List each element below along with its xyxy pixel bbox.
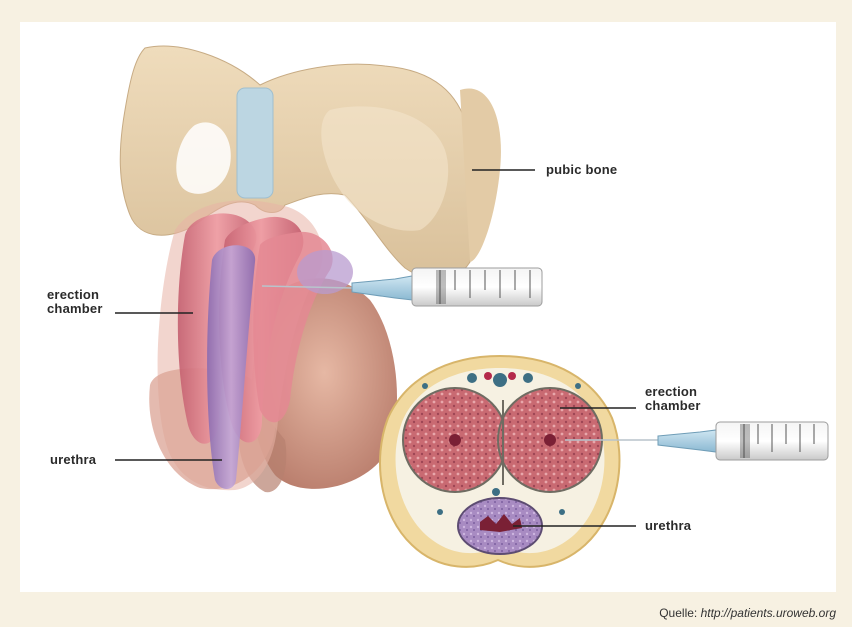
label-erection-chamber-left-line1: erection	[47, 288, 103, 302]
label-erection-chamber-left-line2: chamber	[47, 302, 103, 316]
label-erection-chamber-left: erection chamber	[47, 288, 103, 316]
source-prefix: Quelle:	[659, 606, 700, 620]
label-pubic-bone: pubic bone	[546, 163, 617, 177]
label-erection-chamber-right-line2: chamber	[645, 399, 701, 413]
label-erection-chamber-right-line1: erection	[645, 385, 701, 399]
pubic-symphysis-shape	[237, 88, 273, 198]
label-urethra-right: urethra	[645, 519, 691, 533]
source-url[interactable]: http://patients.uroweb.org	[701, 606, 836, 620]
label-erection-chamber-right: erection chamber	[645, 385, 701, 413]
source-credit: Quelle: http://patients.uroweb.org	[659, 606, 836, 620]
label-urethra-left: urethra	[50, 453, 96, 467]
cross-section-diagram	[380, 356, 619, 567]
